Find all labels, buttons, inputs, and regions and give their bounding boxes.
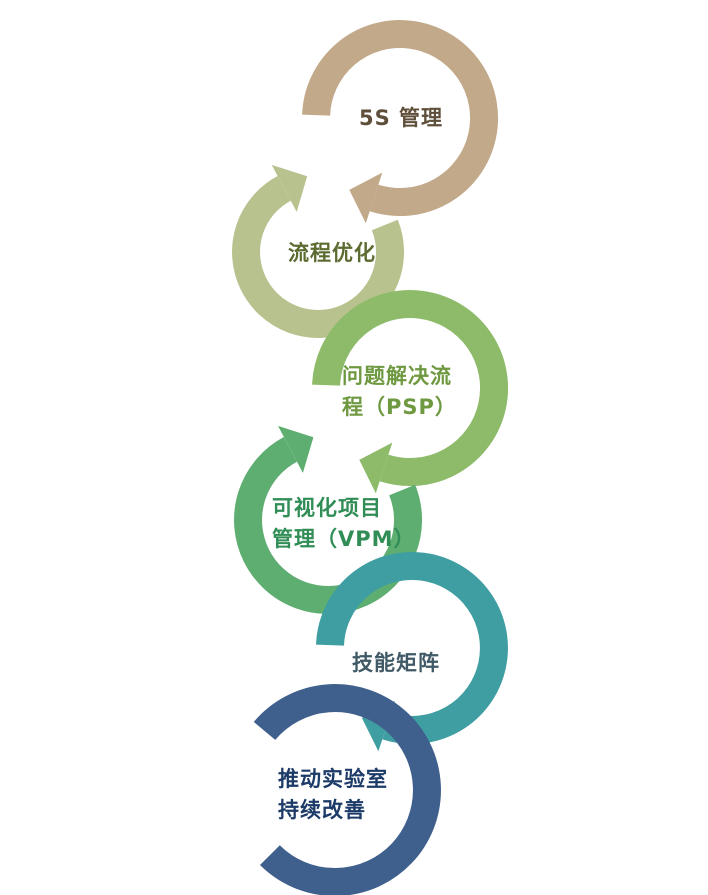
step-vpm-arrowhead <box>278 425 314 473</box>
step-5s-ring <box>302 20 499 224</box>
step-lab-improvement-arc <box>253 684 441 895</box>
step-label-skill-matrix: 技能矩阵 <box>352 651 440 675</box>
step-psp-arrowhead <box>359 442 393 494</box>
step-lab-improvement-ring <box>253 684 441 895</box>
step-psp-ring <box>312 290 509 494</box>
step-skill-matrix-arc <box>316 551 508 744</box>
step-label-5s: 5S 管理 <box>359 106 444 130</box>
step-process-optimization-ring <box>232 164 405 338</box>
step-label-psp: 问题解决流 程（PSP） <box>342 364 457 419</box>
step-5s-arrowhead <box>349 172 383 224</box>
step-vpm-ring <box>234 425 423 614</box>
step-label-lab-improvement: 推动实验室 持续改善 <box>278 767 388 822</box>
step-process-optimization-arrowhead <box>271 164 308 212</box>
step-5s-arc <box>302 20 499 216</box>
step-label-vpm: 可视化项目 管理（VPM） <box>272 496 416 551</box>
step-vpm-arc <box>234 437 423 614</box>
step-label-process-optimization: 流程优化 <box>288 241 376 265</box>
step-psp-arc <box>312 290 509 486</box>
step-process-optimization-arc <box>232 176 405 338</box>
